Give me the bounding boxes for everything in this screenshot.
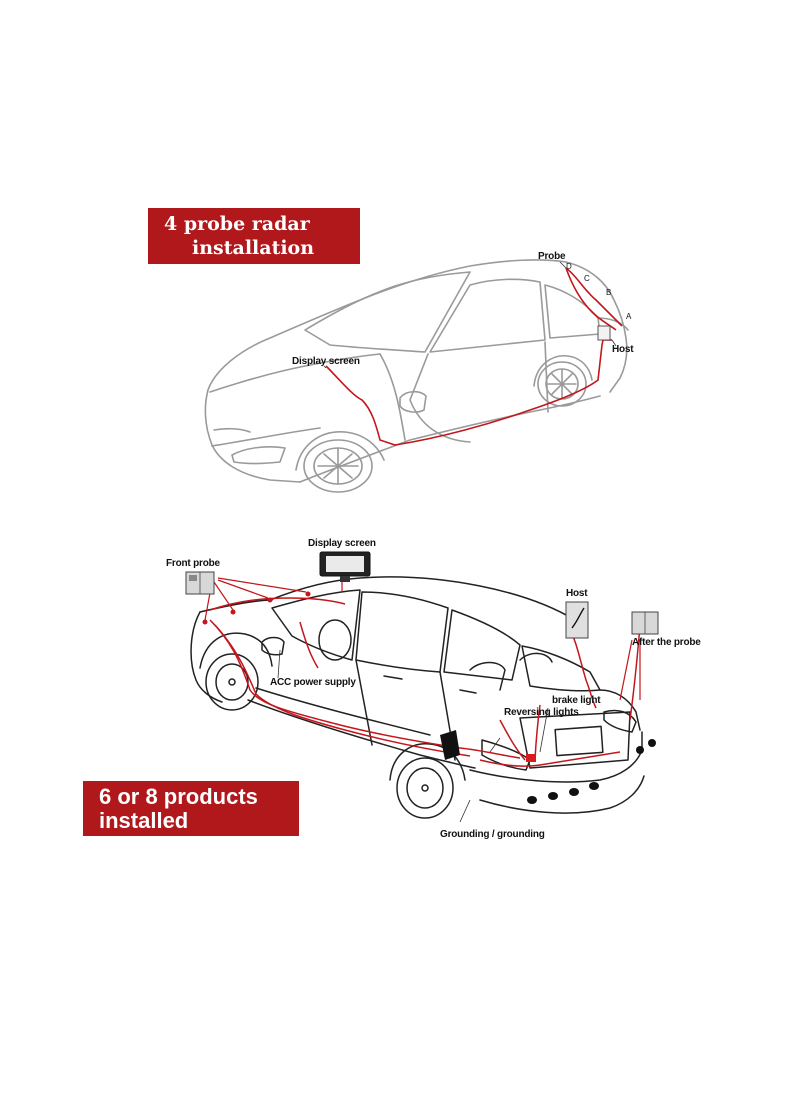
bottom-label-front-probe: Front probe — [166, 558, 220, 569]
bottom-front-probe-points — [202, 591, 311, 625]
bottom-leaders — [277, 649, 549, 823]
top-label-b: B — [606, 288, 612, 297]
after-probe-box — [631, 611, 659, 635]
top-leaders — [323, 261, 617, 369]
top-host-box — [597, 325, 611, 341]
bottom-car-body — [190, 576, 645, 819]
front-probe-box — [185, 571, 215, 595]
bottom-wiring — [209, 597, 641, 767]
top-label-display-screen: Display screen — [292, 356, 360, 367]
top-title-banner: 4 probe radar installation — [148, 208, 360, 264]
bottom-label-acc-power-supply: ACC power supply — [270, 677, 356, 688]
bottom-title-line1: 6 or 8 products — [99, 784, 258, 809]
top-car-body — [204, 259, 629, 493]
top-label-d: D — [566, 262, 572, 271]
bottom-title-banner: 6 or 8 products installed — [83, 781, 299, 836]
top-label-probe: Probe — [538, 251, 566, 262]
brake-light-marker — [526, 754, 536, 762]
top-label-c: C — [584, 274, 590, 283]
bottom-label-after-the-probe: After the probe — [632, 637, 701, 648]
top-title-line1: 4 probe radar — [164, 213, 310, 235]
bottom-label-display-screen: Display screen — [308, 538, 376, 549]
bottom-title-line2: installed — [99, 808, 189, 833]
bottom-rear-probes — [527, 739, 656, 804]
host-device — [565, 601, 589, 639]
top-label-host: Host — [612, 344, 634, 355]
top-label-a: A — [626, 312, 632, 321]
bottom-label-brake-light: brake light — [552, 695, 601, 706]
bottom-front-probe-arrows — [204, 577, 307, 621]
bottom-rear-probe-arrows — [619, 639, 641, 701]
bottom-label-host: Host — [566, 588, 588, 599]
display-screen-device — [319, 551, 371, 592]
fuel-flap — [440, 730, 460, 760]
top-title-line2: installation — [192, 237, 315, 259]
bottom-label-grounding: Grounding / grounding — [440, 829, 545, 840]
bottom-label-reversing-lights: Reversing lights — [504, 707, 579, 718]
